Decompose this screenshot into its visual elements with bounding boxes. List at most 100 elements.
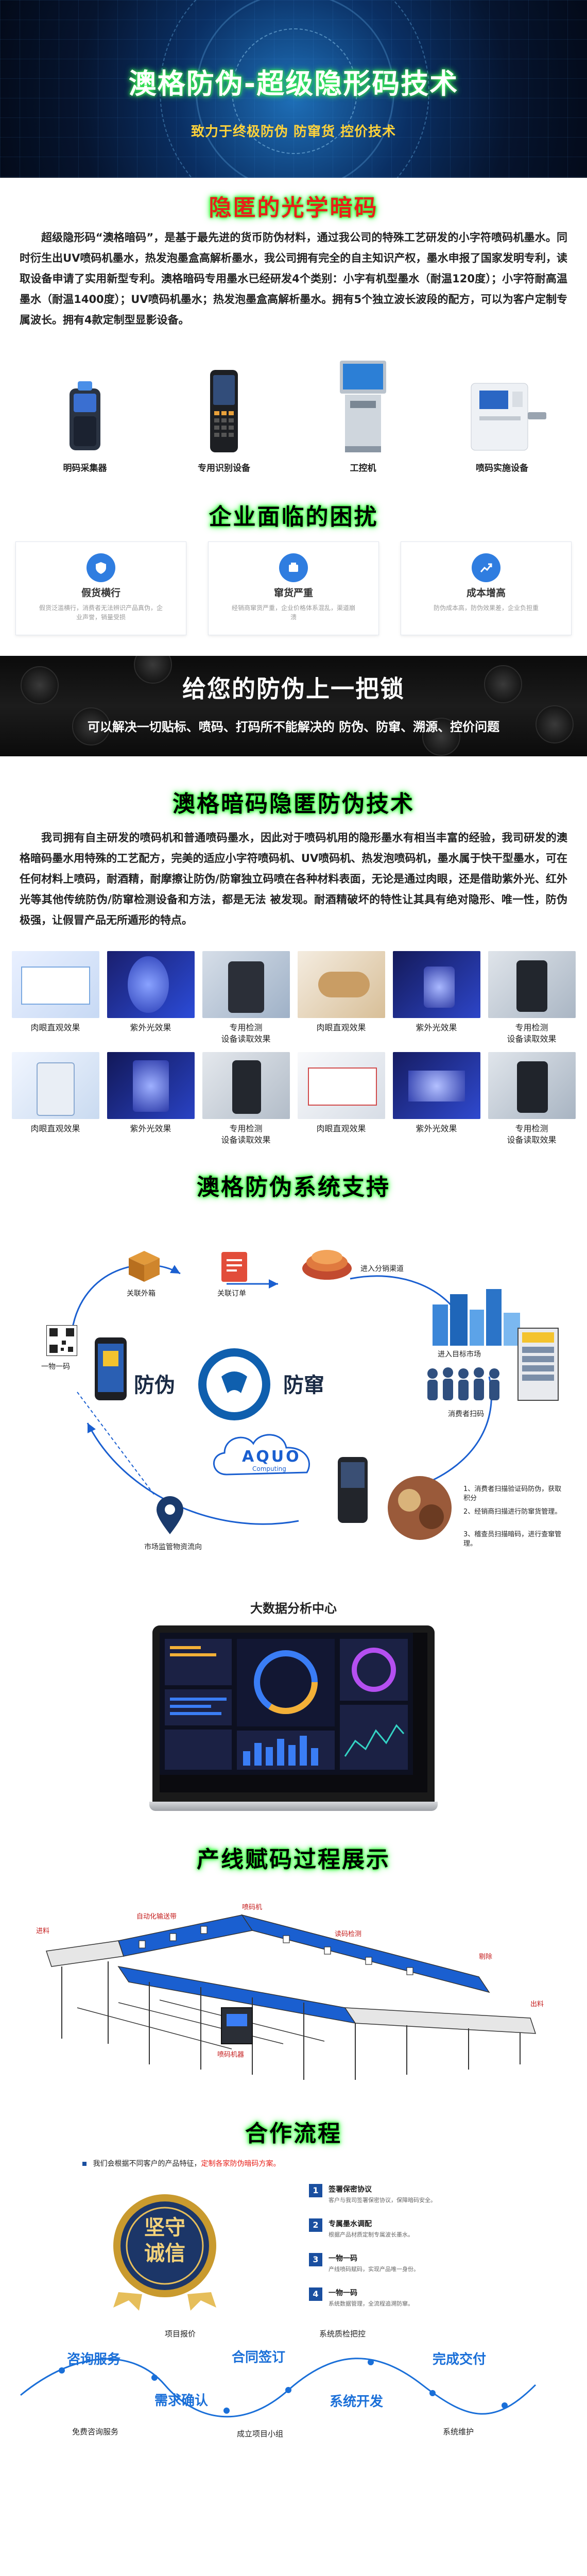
hero-ring-middle bbox=[196, 0, 394, 178]
prod-label-reject: 剔除 bbox=[479, 1953, 493, 1961]
page: 澳格防伪-超级隐形码技术 致力于终极防伪 防窜货 控价技术 隐匿的光学暗码 超级… bbox=[0, 0, 587, 2447]
prod-label-conveyor: 自动化输送带 bbox=[136, 1913, 177, 1921]
prod-label-entry: 进料 bbox=[36, 1927, 50, 1935]
label-enter-channel: 进入分销渠道 bbox=[360, 1265, 404, 1273]
effect-item: 紫外光效果 bbox=[391, 951, 481, 1048]
label-anti-fake: 防伪 bbox=[134, 1374, 175, 1397]
effect-item: 紫外光效果 bbox=[391, 1052, 481, 1149]
lock-icon bbox=[422, 718, 460, 756]
step-number: 1 bbox=[309, 2184, 322, 2197]
step-number: 3 bbox=[309, 2253, 322, 2266]
effect-item: 专用检测 设备读取效果 bbox=[487, 1052, 577, 1149]
box-icon bbox=[129, 1251, 160, 1282]
note-text: 我们会根据不同客户的产品特征， bbox=[93, 2160, 201, 2168]
label-enter-target: 进入目标市场 bbox=[438, 1350, 481, 1359]
consumers-icon bbox=[427, 1367, 499, 1400]
laptop-base bbox=[149, 1802, 438, 1811]
device-label: 工控机 bbox=[350, 463, 376, 473]
hero-banner: 澳格防伪-超级隐形码技术 致力于终极防伪 防窜货 控价技术 bbox=[0, 0, 587, 178]
tech-paragraph: 我司拥有自主研发的喷码机和普通喷码墨水，因此对于喷码机用的隐形墨水有相当丰富的经… bbox=[20, 832, 567, 926]
lock-icon bbox=[484, 665, 522, 703]
target-market-city-icon bbox=[433, 1289, 520, 1346]
cost-increase-icon bbox=[472, 553, 500, 582]
trouble-desc: 假货泛滥横行，消费者无法辨识产品真伪，企业声誉，销量受损 bbox=[39, 604, 163, 621]
cooperation-step: 4 一物一码系统数据管理，全流程追溯防窜。 bbox=[309, 2287, 536, 2308]
flow-node: 系统开发 bbox=[330, 2394, 384, 2410]
cooperation-step: 3 一物一码产线喷码赋码，实现产品唯一身份。 bbox=[309, 2253, 536, 2273]
store-kiosk-icon bbox=[517, 1328, 559, 1401]
effect-photo-uv bbox=[392, 951, 480, 1018]
flow-node: 完成交付 bbox=[433, 2352, 487, 2367]
effect-label: 紫外光效果 bbox=[416, 1124, 457, 1133]
effect-item: 肉眼直观效果 bbox=[296, 1052, 386, 1149]
trouble-list: 假货横行 假货泛滥横行，消费者无法辨识产品真伪，企业声誉，销量受损 窜货严重 经… bbox=[0, 536, 587, 635]
effect-label: 紫外光效果 bbox=[416, 1023, 457, 1032]
step-desc: 产线喷码赋码，实现产品唯一身份。 bbox=[329, 2266, 419, 2273]
flow-bottom-label: 系统维护 bbox=[443, 2427, 474, 2436]
code-collector-image bbox=[64, 358, 106, 455]
system-note-3: 3、稽查员扫描暗码，进行查窜管理。 bbox=[463, 1531, 562, 1548]
step-title: 一物一码 bbox=[329, 2289, 357, 2297]
trouble-desc: 经销商窜货严重，企业价格体系混乱，渠道崩溃 bbox=[231, 604, 355, 621]
effect-item: 专用检测 设备读取效果 bbox=[201, 951, 291, 1048]
lock-icon bbox=[536, 705, 574, 743]
cooperation-step: 2 专属墨水调配根据产品材质定制专属波长墨水。 bbox=[309, 2218, 536, 2239]
step-desc: 系统数据管理，全流程追溯防窜。 bbox=[329, 2300, 413, 2307]
troubles-title: 企业面临的困扰 bbox=[209, 504, 378, 530]
trouble-card: 成本增高 防伪成本高，防伪效果差，企业负担重 bbox=[401, 541, 572, 635]
step-title: 一物一码 bbox=[329, 2255, 357, 2263]
effect-item: 专用检测 设备读取效果 bbox=[201, 1052, 291, 1149]
cooperation-body: 我们会根据不同客户的产品特征，定制各家防伪暗码方案。 坚守 诚信 1 签署保密协… bbox=[0, 2158, 587, 2447]
bigdata-title: 大数据分析中心 bbox=[250, 1601, 337, 1616]
effect-label: 肉眼直观效果 bbox=[30, 1023, 80, 1032]
trouble-card: 假货横行 假货泛滥横行，消费者无法辨识产品真伪，企业声誉，销量受损 bbox=[15, 541, 186, 635]
trouble-desc: 防伪成本高，防伪效果差，企业负担重 bbox=[433, 604, 539, 612]
qr-code-icon bbox=[46, 1325, 77, 1356]
lock-icon bbox=[72, 707, 110, 745]
system-note-1: 1、消费者扫描验证码防伪，获取积分 bbox=[463, 1485, 562, 1502]
cooperation-section: 合作流程 我们会根据不同客户的产品特征，定制各家防伪暗码方案。 坚守 诚信 bbox=[0, 2106, 587, 2447]
effect-item: 肉眼直观效果 bbox=[10, 1052, 100, 1149]
effect-photo-uv bbox=[107, 1052, 195, 1119]
effect-photo-naked-eye bbox=[297, 951, 385, 1018]
label-box-relation: 关联外箱 bbox=[127, 1290, 156, 1298]
device-item: 喷码实施设备 bbox=[443, 358, 561, 473]
label-market-flow: 市场监管物资流向 bbox=[144, 1543, 202, 1551]
device-item: 专用识别设备 bbox=[165, 358, 283, 473]
cooperation-step: 1 签署保密协议客户与我司签署保密协议，保障暗码安全。 bbox=[309, 2184, 536, 2204]
location-pin-icon bbox=[157, 1496, 183, 1534]
production-title: 产线赋码过程展示 bbox=[197, 1846, 390, 1873]
effect-photo-naked-eye bbox=[11, 1052, 99, 1119]
product-collage-icon bbox=[388, 1476, 452, 1540]
effect-photo-reader bbox=[202, 951, 290, 1018]
flow-bottom-label: 免费咨询服务 bbox=[72, 2427, 119, 2436]
tech-section: 澳格暗码隐匿防伪技术 我司拥有自主研发的喷码机和普通喷码墨水，因此对于喷码机用的… bbox=[0, 776, 587, 1149]
flow-node: 需求确认 bbox=[154, 2393, 209, 2409]
production-section: 产线赋码过程展示 bbox=[0, 1832, 587, 2095]
lock-icon bbox=[21, 666, 59, 704]
effect-label: 紫外光效果 bbox=[130, 1023, 171, 1032]
step-desc: 根据产品材质定制专属波长墨水。 bbox=[329, 2231, 413, 2238]
center-shield-icon bbox=[198, 1348, 270, 1420]
production-diagram: 进料 自动化输送带 喷码机 读码检测 出料 剔除 喷码机器 bbox=[15, 1879, 572, 2095]
effect-photo-reader bbox=[202, 1052, 290, 1119]
flow-wave-line bbox=[20, 2358, 537, 2418]
effect-photo-uv bbox=[107, 951, 195, 1018]
hero-title: 澳格防伪-超级隐形码技术 bbox=[128, 67, 459, 100]
industrial-pc-image bbox=[335, 358, 391, 455]
effect-label: 肉眼直观效果 bbox=[30, 1124, 80, 1133]
trouble-title: 假货横行 bbox=[81, 587, 120, 599]
optical-section: 隐匿的光学暗码 超级隐形码“澳格暗码”，是基于最先进的货币防伪材料，通过我公司的… bbox=[0, 178, 587, 473]
banner-title: 给您的防伪上一把锁 bbox=[182, 675, 405, 703]
cooperation-steps: 1 签署保密协议客户与我司签署保密协议，保障暗码安全。 2 专属墨水调配根据产品… bbox=[309, 2184, 536, 2322]
channel-conflict-icon bbox=[279, 553, 308, 582]
device-label: 喷码实施设备 bbox=[476, 463, 528, 473]
integrity-badge-text: 坚守 诚信 bbox=[144, 2216, 185, 2265]
effect-item: 专用检测 设备读取效果 bbox=[487, 951, 577, 1048]
effect-grid: 肉眼直观效果 紫外光效果 专用检测 设备读取效果 肉眼直观效果 紫外光效果 专用… bbox=[0, 946, 587, 1149]
production-line-drawing bbox=[46, 1914, 537, 2080]
step-number: 4 bbox=[309, 2287, 322, 2301]
label-one-code: 一物一码 bbox=[41, 1363, 70, 1371]
flow-node: 咨询服务 bbox=[67, 2352, 121, 2367]
order-icon bbox=[221, 1252, 247, 1282]
